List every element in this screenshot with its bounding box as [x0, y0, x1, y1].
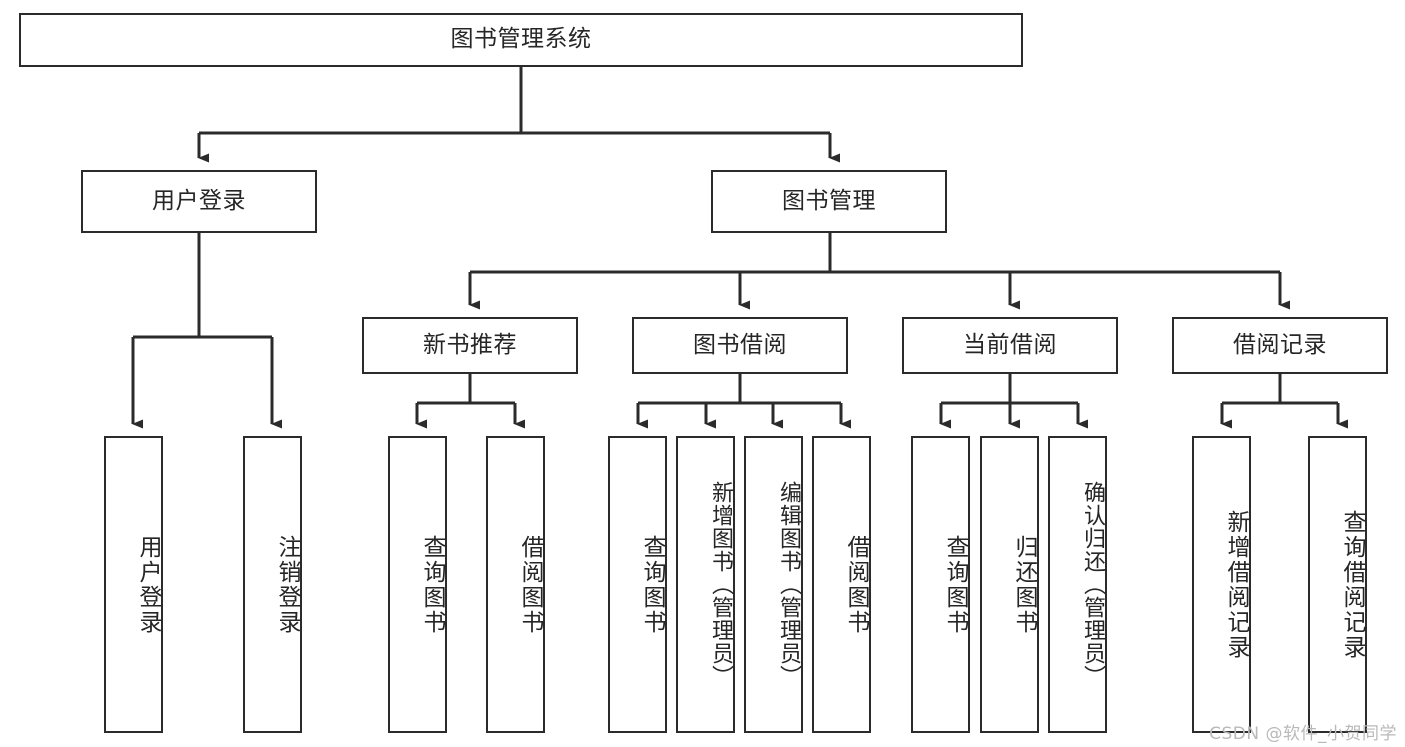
- csdn-watermark: CSDN @软件_小贺同学: [1209, 724, 1397, 744]
- leaf-borrow-query-book[interactable]: 查询图书: [608, 436, 667, 733]
- leaf-records-query-record[interactable]: 查询借阅记录: [1308, 436, 1367, 733]
- node-borrowing-records[interactable]: 借阅记录: [1172, 317, 1388, 374]
- leaf-logout[interactable]: 注销登录: [243, 436, 302, 733]
- leaf-current-confirm-return-admin[interactable]: 确认归还（管理员）: [1048, 436, 1107, 733]
- node-root-book-management-system[interactable]: 图书管理系统: [19, 13, 1023, 67]
- leaf-borrow-edit-book-admin[interactable]: 编辑图书（管理员）: [744, 436, 803, 733]
- node-book-management[interactable]: 图书管理: [711, 170, 947, 233]
- leaf-borrow-add-book-admin[interactable]: 新增图书（管理员）: [676, 436, 735, 733]
- node-book-borrowing[interactable]: 图书借阅: [632, 317, 848, 374]
- leaf-new-book-borrow-book[interactable]: 借阅图书: [486, 436, 545, 733]
- leaf-borrow-borrow-book[interactable]: 借阅图书: [812, 436, 871, 733]
- leaf-new-book-query-book[interactable]: 查询图书: [388, 436, 447, 733]
- leaf-user-login[interactable]: 用户登录: [104, 436, 163, 733]
- leaf-records-add-record[interactable]: 新增借阅记录: [1192, 436, 1251, 733]
- node-current-borrowing[interactable]: 当前借阅: [902, 317, 1118, 374]
- leaf-current-query-book[interactable]: 查询图书: [911, 436, 970, 733]
- leaf-current-return-book[interactable]: 归还图书: [980, 436, 1039, 733]
- node-new-book-recommendation[interactable]: 新书推荐: [362, 317, 578, 374]
- node-user-login[interactable]: 用户登录: [81, 170, 317, 233]
